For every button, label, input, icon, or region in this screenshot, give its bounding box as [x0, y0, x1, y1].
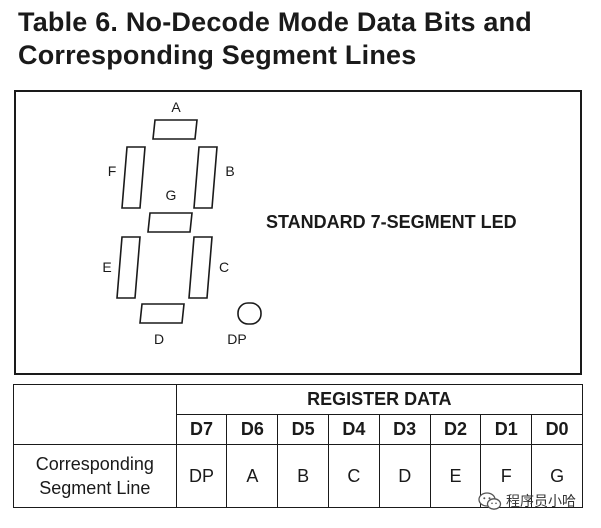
segment-dp [237, 302, 262, 325]
segment-b [193, 146, 218, 209]
segment-cell-d7: DP [175, 444, 228, 508]
title-line-2: Corresponding Segment Lines [18, 40, 417, 70]
led-caption: STANDARD 7-SEGMENT LED [266, 212, 517, 232]
seven-segment-figure: A F B G E C D DP STANDARD 7-SEGMENT LED [14, 90, 582, 375]
title-line-1: Table 6. No-Decode Mode Data Bits and [18, 7, 532, 37]
segment-c [188, 236, 213, 299]
segment-d [139, 303, 185, 324]
segment-label-f: F [108, 163, 117, 179]
segment-g [147, 212, 193, 233]
table-title: Table 6. No-Decode Mode Data Bits and Co… [18, 6, 588, 72]
segment-label-g: G [166, 187, 177, 203]
row-label-line-2: Segment Line [39, 478, 151, 498]
bit-d5: D5 [277, 414, 330, 445]
segment-label-b: B [225, 163, 234, 179]
bit-d6: D6 [226, 414, 279, 445]
segment-e [116, 236, 141, 299]
bit-d1: D1 [480, 414, 533, 445]
bit-d7: D7 [175, 414, 228, 445]
register-data-table: REGISTER DATA D7 D6 D5 D4 D3 D2 D1 D0 Co… [13, 384, 584, 508]
segment-cell-d3: D [378, 444, 431, 508]
segment-label-dp: DP [227, 331, 246, 347]
wechat-icon [478, 492, 502, 510]
bit-d3: D3 [378, 414, 431, 445]
empty-corner-cell [13, 384, 177, 445]
register-data-header: REGISTER DATA [175, 384, 584, 415]
watermark: 程序员小哈 [478, 491, 576, 511]
segment-cell-d6: A [226, 444, 279, 508]
row-label: Corresponding Segment Line [13, 444, 177, 508]
seven-segment-diagram: A F B G E C D DP [102, 99, 262, 347]
segment-label-c: C [219, 259, 229, 275]
bit-d4: D4 [328, 414, 380, 445]
segment-a [152, 119, 198, 140]
segment-label-a: A [171, 99, 181, 115]
segment-cell-d2: E [429, 444, 482, 508]
bit-d2: D2 [429, 414, 482, 445]
segment-cell-d5: B [277, 444, 330, 508]
segment-cell-d0: G [531, 444, 583, 508]
segment-label-d: D [154, 331, 164, 347]
table-header-row: REGISTER DATA [13, 384, 584, 445]
segment-cell-d4: C [328, 444, 380, 508]
segment-label-e: E [102, 259, 111, 275]
segment-f [121, 146, 146, 209]
row-label-line-1: Corresponding [35, 454, 154, 474]
bit-d0: D0 [531, 414, 583, 445]
watermark-text: 程序员小哈 [506, 494, 576, 510]
